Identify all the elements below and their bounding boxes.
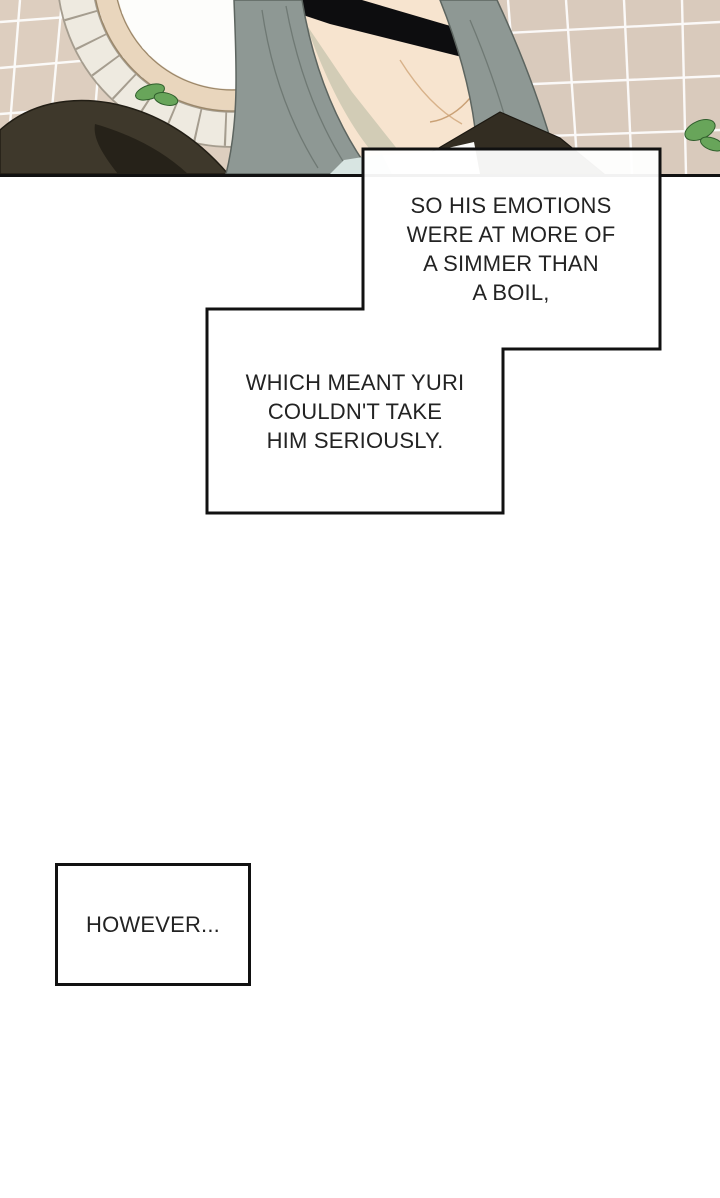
man-tan-coat (380, 1008, 483, 1198)
console-table (229, 989, 295, 1058)
caption-however-box: HOWEVER... (55, 863, 251, 986)
tile-wall-cafe (442, 967, 720, 1164)
caption-yuri: WHICH MEANT YURI COULDN'T TAKE HIM SERIO… (245, 370, 465, 453)
panel-top-closeup (0, 0, 720, 177)
chairs-upper-left (5, 980, 241, 1040)
jacket-left-shoulder (0, 99, 229, 174)
caption-box-stepped (205, 147, 662, 515)
back-window (235, 967, 367, 1074)
large-round-table (123, 1152, 451, 1198)
caption-box-outline (205, 147, 662, 515)
cafe-floor (0, 967, 720, 1198)
potted-plant (549, 993, 690, 1196)
dark-bag (593, 1114, 641, 1180)
startled-mark (479, 1003, 500, 1025)
caption-simmer: SO HIS EMOTIONS WERE AT MORE OF A SIMMER… (406, 193, 616, 305)
bench-seat (67, 1036, 135, 1081)
panel-top-illustration (0, 0, 720, 174)
bar-table (98, 1011, 360, 1187)
hood-left (225, 0, 373, 174)
round-table (19, 1005, 101, 1067)
eye-mask-band (294, 0, 505, 66)
bar-stools (139, 1056, 352, 1192)
leaf-left-shoulder (135, 83, 179, 107)
brown-bag (380, 1142, 403, 1171)
round-window (571, 967, 715, 1073)
wood-pillar (408, 967, 443, 1198)
corner-window (701, 967, 720, 1039)
man-hooded-jacket (469, 984, 641, 1198)
baseboard (442, 1118, 720, 1164)
panel-bottom-illustration (0, 967, 720, 1198)
caption-however: HOWEVER... (85, 912, 220, 937)
window-light (336, 967, 410, 1198)
panel-bottom-cafe (0, 964, 720, 1198)
floor-shadows (10, 1024, 630, 1198)
